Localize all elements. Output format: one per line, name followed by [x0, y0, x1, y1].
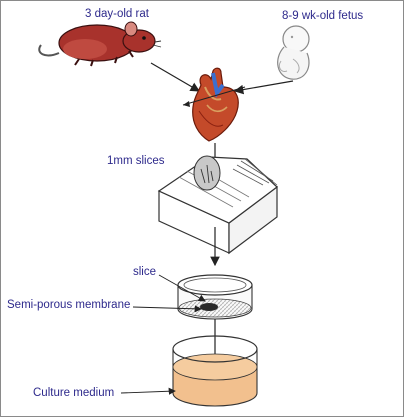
- label-slices: 1mm slices: [107, 155, 165, 167]
- label-fetus: 8-9 wk-old fetus: [282, 10, 364, 22]
- culture-insert-illustration: [177, 274, 253, 320]
- tissue-slicer-illustration: [157, 155, 278, 255]
- label-rat: 3 day-old rat: [85, 8, 149, 20]
- leader-medium: [120, 387, 176, 395]
- label-medium: Culture medium: [33, 387, 115, 399]
- label-slice: slice: [133, 266, 157, 278]
- label-membrane: Semi-porous membrane: [7, 299, 131, 311]
- fetus-illustration: [277, 25, 310, 80]
- arrow-fetus-to-heart: [233, 80, 294, 95]
- culture-dish-illustration: [172, 335, 258, 407]
- arrow-rat-to-heart: [150, 62, 201, 92]
- cut-line: [182, 86, 246, 106]
- leader-slice: [158, 274, 206, 302]
- heart-illustration: [192, 67, 239, 142]
- rat-illustration: [38, 21, 162, 67]
- leader-membrane: [132, 305, 202, 313]
